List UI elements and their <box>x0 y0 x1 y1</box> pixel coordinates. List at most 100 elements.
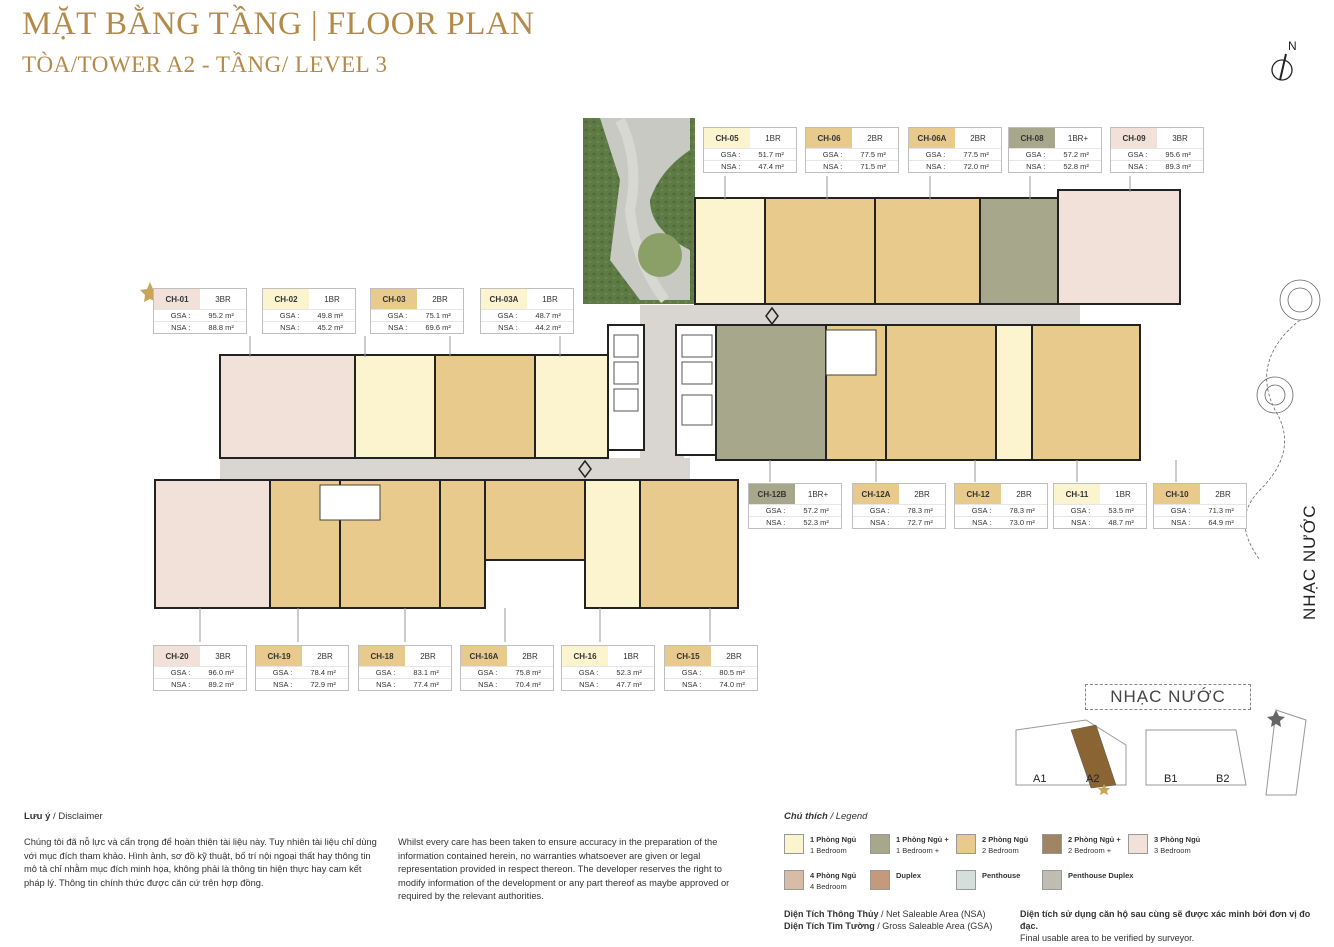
unit-code: CH-08 <box>1009 128 1055 148</box>
unit-type: 1BR+ <box>1055 128 1101 148</box>
unit-code: CH-09 <box>1111 128 1157 148</box>
nsa-value: 45.2 m² <box>317 323 343 332</box>
unit-code: CH-06A <box>909 128 955 148</box>
unit-type: 2BR <box>1001 484 1047 504</box>
gsa-label: GSA : <box>477 668 498 677</box>
nsa-label: NSA : <box>1171 518 1191 527</box>
legend-swatch <box>784 870 804 890</box>
gsa-value: 80.5 m² <box>719 668 745 677</box>
nsa-label: NSA : <box>823 162 843 171</box>
gsa-value: 95.6 m² <box>1165 150 1191 159</box>
gsa-value: 48.7 m² <box>535 311 561 320</box>
page-title: MẶT BẰNG TẦNG | FLOOR PLAN <box>22 6 535 42</box>
unit-code: CH-18 <box>359 646 405 666</box>
unit-type: 1BR <box>309 289 355 309</box>
gsa-label: GSA : <box>170 311 191 320</box>
gsa-label: GSA : <box>720 150 741 159</box>
unit-type: 2BR <box>302 646 348 666</box>
nsa-value: 47.7 m² <box>616 680 642 689</box>
unit-code: CH-12 <box>955 484 1001 504</box>
nsa-label: NSA : <box>721 162 741 171</box>
unit-code: CH-01 <box>154 289 200 309</box>
nsa-label: NSA : <box>579 680 599 689</box>
gsa-value: 57.2 m² <box>1063 150 1089 159</box>
keyplan-title: NHẠC NƯỚC <box>1085 684 1251 710</box>
nsa-label: NSA : <box>682 680 702 689</box>
legend-item: Penthouse Duplex <box>1042 870 1133 890</box>
gsa-value: 78.4 m² <box>310 668 336 677</box>
gsa-label: GSA : <box>869 506 890 515</box>
gsa-value: 95.2 m² <box>208 311 234 320</box>
nsa-value: 77.4 m² <box>413 680 439 689</box>
unit-type: 2BR <box>405 646 451 666</box>
nsa-label: NSA : <box>926 162 946 171</box>
card-leader-lines <box>199 176 1177 642</box>
legend-swatch <box>1128 834 1148 854</box>
unit-type: 3BR <box>200 289 246 309</box>
gsa-label: GSA : <box>681 668 702 677</box>
gsa-label: GSA : <box>497 311 518 320</box>
gsa-label: GSA : <box>1127 150 1148 159</box>
unit-type: 2BR <box>417 289 463 309</box>
legend-label-vi: 2 Phòng Ngủ + <box>1068 835 1121 844</box>
nsa-value: 44.2 m² <box>535 323 561 332</box>
unit-code: CH-11 <box>1054 484 1100 504</box>
unit-code: CH-03 <box>371 289 417 309</box>
legend-label-en: 1 Bedroom + <box>896 846 940 855</box>
nsa-label: NSA : <box>1026 162 1046 171</box>
lower-left-block <box>154 479 486 609</box>
nsa-value: 89.2 m² <box>208 680 234 689</box>
legend-item: Penthouse <box>956 870 1020 890</box>
unit-code: CH-12B <box>749 484 795 504</box>
unit-type: 2BR <box>899 484 945 504</box>
gsa-value: 53.5 m² <box>1108 506 1134 515</box>
keyplan-tower-b2: B2 <box>1216 773 1229 785</box>
gsa-label: GSA : <box>1025 150 1046 159</box>
keyplan-map: A1 A2 B1 B2 <box>1015 709 1307 796</box>
unit-type: 1BR <box>608 646 654 666</box>
unit-code: CH-15 <box>665 646 711 666</box>
unit-type: 1BR <box>1100 484 1146 504</box>
compass-north-label: N <box>1288 39 1297 53</box>
nsa-label: NSA : <box>171 323 191 332</box>
unit-type: 2BR <box>711 646 757 666</box>
unit-type: 3BR <box>1157 128 1203 148</box>
legend-label-vi: 1 Phòng Ngủ + <box>896 835 949 844</box>
nsa-value: 89.3 m² <box>1165 162 1191 171</box>
nsa-value: 70.4 m² <box>515 680 541 689</box>
entry-markers <box>578 306 779 479</box>
legend-title: Chú thích / Legend <box>784 811 868 822</box>
disclaimer-text-vi: Chúng tôi đã nỗ lực và cẩn trọng để hoàn… <box>24 837 377 888</box>
legend-label-en: 4 Bedroom <box>810 882 847 891</box>
nsa-value: 52.8 m² <box>1063 162 1089 171</box>
gsa-value: 96.0 m² <box>208 668 234 677</box>
legend-swatch <box>1042 834 1062 854</box>
garden-area <box>583 117 695 304</box>
unit-type: 1BR <box>750 128 796 148</box>
legend-label-en: 2 Bedroom <box>982 846 1019 855</box>
legend-label-en: 1 Bedroom <box>810 846 847 855</box>
gsa-label: GSA : <box>925 150 946 159</box>
gsa-value: 78.3 m² <box>1009 506 1035 515</box>
nsa-value: 47.4 m² <box>758 162 784 171</box>
nsa-value: 72.9 m² <box>310 680 336 689</box>
unit-code: CH-10 <box>1154 484 1200 504</box>
keyplan-tower-a2: A2 <box>1086 773 1099 785</box>
gsa-label: GSA : <box>765 506 786 515</box>
gsa-label: GSA : <box>387 311 408 320</box>
unit-type: 1BR+ <box>795 484 841 504</box>
keyplan-tower-b1: B1 <box>1164 773 1177 785</box>
legend-label-vi: Penthouse <box>982 871 1021 880</box>
final-area-note: Diện tích sử dụng căn hộ sau cùng sẽ đượ… <box>1020 909 1311 943</box>
left-middle-block <box>219 354 609 459</box>
legend-label-vi: 4 Phòng Ngủ <box>810 871 857 880</box>
